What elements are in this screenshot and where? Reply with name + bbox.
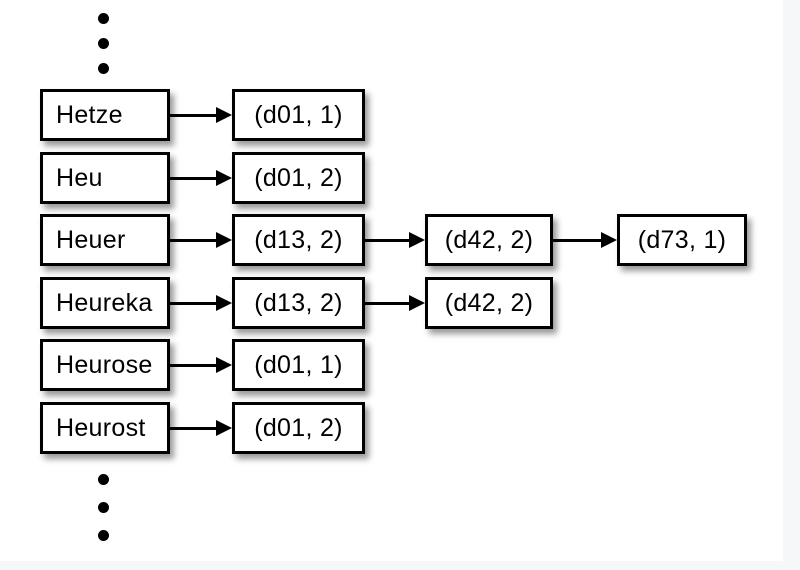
right-arrow-icon — [365, 232, 425, 248]
term-box-heurose: Heurose — [40, 339, 170, 391]
right-arrow-icon — [170, 357, 232, 373]
posting-label: (d13, 2) — [254, 225, 343, 254]
ellipsis-dot — [98, 13, 109, 24]
ellipsis-dot — [98, 502, 109, 513]
term-box-heurost: Heurost — [40, 402, 170, 454]
term-box-hetze: Hetze — [40, 89, 170, 141]
right-arrow-icon — [170, 107, 232, 123]
right-arrow-icon — [365, 295, 425, 311]
ellipsis-dot — [98, 63, 109, 74]
term-label: Heurost — [56, 413, 146, 442]
posting-box: (d73, 1) — [617, 214, 747, 266]
posting-box: (d13, 2) — [232, 277, 365, 329]
term-label: Heurose — [56, 350, 153, 379]
term-label: Hetze — [56, 100, 123, 129]
posting-box: (d01, 1) — [232, 89, 365, 141]
posting-label: (d01, 1) — [254, 350, 343, 379]
term-box-heuer: Heuer — [40, 214, 170, 266]
posting-label: (d01, 2) — [254, 413, 343, 442]
right-arrow-icon — [170, 170, 232, 186]
term-box-heureka: Heureka — [40, 277, 170, 329]
slide-surface: Hetze (d01, 1) Heu (d01, 2) Heuer (d13, … — [40, 13, 747, 541]
term-label: Heu — [56, 163, 103, 192]
term-label: Heureka — [56, 288, 153, 317]
posting-box: (d13, 2) — [232, 214, 365, 266]
term-label: Heuer — [56, 225, 126, 254]
right-arrow-icon — [170, 295, 232, 311]
right-arrow-icon — [553, 232, 617, 248]
ellipsis-dot — [98, 38, 109, 49]
ellipsis-dot — [98, 530, 109, 541]
posting-box: (d01, 2) — [232, 402, 365, 454]
right-arrow-icon — [170, 420, 232, 436]
ellipsis-dot — [98, 474, 109, 485]
posting-label: (d13, 2) — [254, 288, 343, 317]
posting-box: (d42, 2) — [425, 277, 553, 329]
posting-box: (d01, 2) — [232, 152, 365, 204]
posting-label: (d73, 1) — [637, 225, 727, 254]
right-arrow-icon — [170, 232, 232, 248]
posting-label: (d42, 2) — [444, 225, 534, 254]
posting-label: (d42, 2) — [444, 288, 534, 317]
term-box-heu: Heu — [40, 152, 170, 204]
posting-box: (d42, 2) — [425, 214, 553, 266]
posting-label: (d01, 1) — [254, 100, 343, 129]
posting-label: (d01, 2) — [254, 163, 343, 192]
posting-box: (d01, 1) — [232, 339, 365, 391]
